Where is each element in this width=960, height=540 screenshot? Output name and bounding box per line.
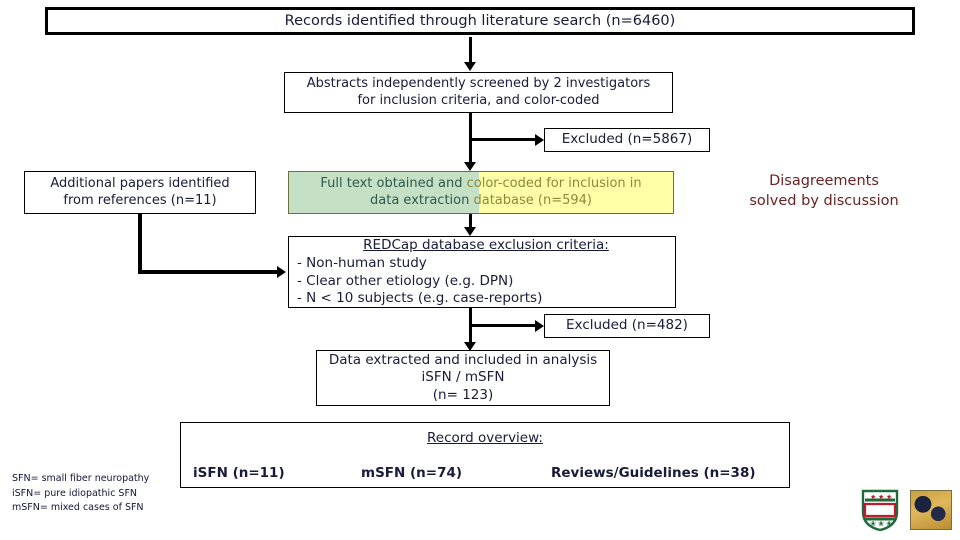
box-excluded-2-text: Excluded (n=482): [566, 317, 688, 334]
arrowhead-to-excluded-2: [535, 320, 544, 332]
record-overview-title-text: Record overview:: [427, 430, 543, 446]
fulltext-yellow-1: color-coded for inclusion in: [466, 175, 642, 191]
arrowhead-redcap-to-extracted: [464, 342, 476, 351]
box-additional-line1: Additional papers identified: [50, 175, 230, 191]
note-disagreements: Disagreements solved by discussion: [690, 172, 958, 211]
connector-abstracts-down: [469, 113, 472, 168]
note-disagreements-line1: Disagreements: [769, 173, 879, 189]
box-additional-line2: from references (n=11): [63, 192, 217, 208]
logos-group: ★ ★ ★ ❀ ❀ ❀: [860, 488, 952, 532]
fulltext-green-1: Full text obtained and: [320, 175, 467, 191]
box-additional-papers: Additional papers identified from refere…: [24, 171, 256, 214]
overview-item-msfn: mSFN (n=74): [361, 465, 463, 482]
svg-text:★: ★: [870, 493, 876, 501]
extracted-line1: Data extracted and included in analysis: [328, 352, 598, 369]
connector-additional-down: [138, 214, 142, 274]
record-overview-title: Record overview:: [181, 430, 789, 447]
svg-text:★: ★: [886, 493, 892, 501]
fulltext-fill: [289, 172, 673, 213]
university-shield-logo: ★ ★ ★ ❀ ❀ ❀: [861, 489, 899, 532]
arrowhead-fulltext-to-redcap: [464, 227, 476, 236]
box-excluded-1-text: Excluded (n=5867): [561, 131, 693, 148]
svg-text:❀: ❀: [870, 520, 876, 528]
fulltext-yellow-2: database (n=594): [473, 192, 592, 208]
box-excluded-fulltext: Excluded (n=482): [544, 314, 710, 338]
record-overview-row: iSFN (n=11) mSFN (n=74) Reviews/Guidelin…: [181, 461, 789, 487]
abbreviation-legend: SFN= small fiber neuropathy iSFN= pure i…: [12, 472, 187, 516]
legend-line-3: mSFN= mixed cases of SFN: [12, 502, 144, 514]
redcap-item-3: - N < 10 subjects (e.g. case-reports): [297, 289, 543, 306]
overview-item-isfn: iSFN (n=11): [193, 465, 285, 482]
redcap-title: REDCap database exclusion criteria:: [297, 237, 675, 254]
box-fulltext-obtained: Full text obtained and color-coded for i…: [288, 171, 674, 214]
svg-text:❀: ❀: [878, 520, 884, 528]
svg-text:❀: ❀: [886, 520, 892, 528]
box-abstracts-line1: Abstracts independently screened by 2 in…: [306, 75, 651, 91]
svg-text:★: ★: [878, 493, 884, 501]
note-disagreements-line2: solved by discussion: [749, 192, 899, 209]
box-excluded-abstracts: Excluded (n=5867): [544, 128, 710, 152]
box-redcap-exclusion-criteria: REDCap database exclusion criteria: - No…: [288, 236, 676, 308]
fulltext-yellow-fill: [479, 172, 673, 213]
extracted-line2: iSFN / mSFN: [421, 369, 505, 386]
connector-redcap-down: [469, 308, 472, 348]
arrowhead-additional-to-redcap: [277, 266, 286, 278]
box-abstracts-screened: Abstracts independently screened by 2 in…: [284, 72, 673, 113]
arrowhead-records-to-abstracts: [464, 62, 476, 71]
fulltext-line2: data extraction database (n=594): [370, 193, 592, 210]
box-records-identified: Records identified through literature se…: [45, 7, 915, 35]
fulltext-green-2: data extraction: [370, 192, 474, 208]
box-abstracts-line2: for inclusion criteria, and color-coded: [357, 92, 600, 108]
legend-line-2: iSFN= pure idiopathic SFN: [12, 487, 138, 499]
arrowhead-to-excluded-1: [535, 134, 544, 146]
overview-item-reviews: Reviews/Guidelines (n=38): [551, 465, 756, 482]
arrowhead-abstracts-to-fulltext: [464, 162, 476, 171]
connector-branch-to-excluded-1: [471, 138, 538, 141]
fulltext-line1: Full text obtained and color-coded for i…: [320, 176, 641, 193]
connector-fulltext-to-redcap: [469, 214, 472, 232]
fulltext-green-fill: [289, 172, 480, 213]
redcap-item-2: - Clear other etiology (e.g. DPN): [297, 272, 514, 289]
connector-branch-to-excluded-2: [471, 324, 538, 327]
artwork-thumbnail: [910, 490, 952, 530]
box-records-text: Records identified through literature se…: [284, 12, 676, 29]
box-data-extracted: Data extracted and included in analysis …: [316, 350, 610, 406]
fulltext-text: Full text obtained and color-coded for i…: [289, 172, 673, 213]
connector-records-to-abstracts: [469, 37, 472, 65]
box-record-overview: Record overview: iSFN (n=11) mSFN (n=74)…: [180, 422, 790, 488]
legend-line-1: SFN= small fiber neuropathy: [12, 473, 150, 484]
redcap-title-text: REDCap database exclusion criteria:: [363, 236, 609, 253]
extracted-line3: (n= 123): [432, 386, 494, 403]
redcap-item-1: - Non-human study: [297, 255, 427, 272]
connector-additional-right: [138, 270, 280, 274]
